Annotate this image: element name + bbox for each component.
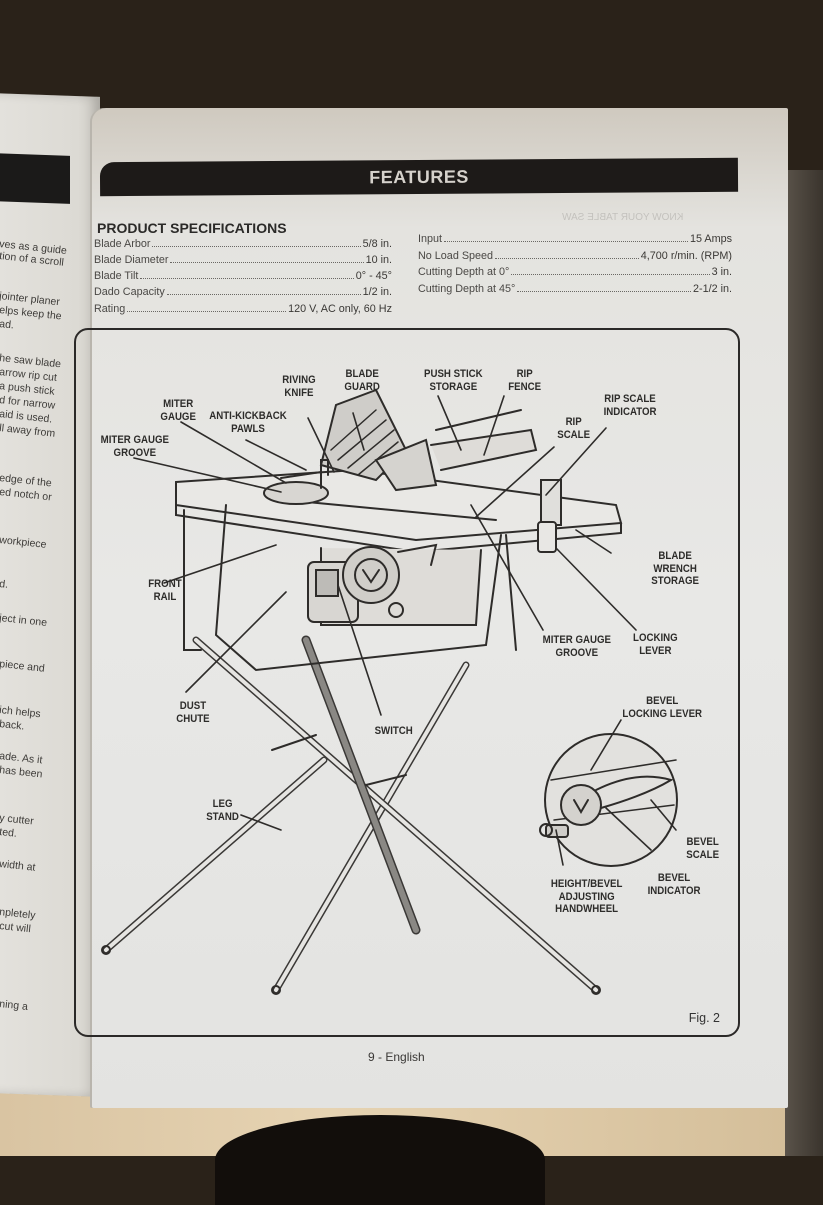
spec-title: PRODUCT SPECIFICATIONS	[97, 220, 287, 236]
label-push-stick-storage: PUSH STICK STORAGE	[423, 368, 483, 393]
blade-guard-drawing	[319, 388, 538, 492]
leader-lines	[133, 395, 677, 866]
label-bevel-indicator: BEVEL INDICATOR	[647, 872, 701, 897]
label-bevel-scale: BEVEL SCALE	[686, 836, 720, 861]
left-page-text-line: d.	[0, 578, 9, 591]
table-saw-illustration	[101, 388, 678, 995]
leg-stand-drawing	[101, 635, 601, 995]
label-rip-fence: RIP FENCE	[508, 368, 542, 393]
rip-fence-end-drawing	[537, 479, 562, 553]
label-miter-gauge-groove-left: MITER GAUGE GROOVE	[100, 434, 169, 459]
label-rip-scale: RIP SCALE	[557, 416, 591, 441]
left-page-text-line: ning a	[0, 998, 29, 1013]
label-blade-guard: BLADE GUARD	[344, 368, 380, 393]
left-page-text-line: back.	[0, 718, 25, 733]
label-bevel-locking-lever: BEVEL LOCKING LEVER	[622, 695, 703, 720]
foreground-object	[215, 1115, 545, 1205]
manual-page: FEATURES KNOW YOUR TABLE SAW PRODUCT SPE…	[74, 108, 788, 1108]
label-switch: SWITCH	[374, 725, 413, 737]
background-edge	[785, 170, 823, 1156]
page-number: 9 - English	[368, 1050, 425, 1064]
left-page-text-line: ted.	[0, 826, 18, 840]
left-page-header-bar	[0, 153, 70, 204]
label-miter-gauge: MITER GAUGE	[160, 398, 196, 423]
figure-frame: BLADE GUARD RIVING KNIFE MITER GAUGE ANT…	[74, 328, 740, 1037]
bevel-inset-drawing	[539, 733, 678, 867]
label-leg-stand: LEG STAND	[206, 798, 239, 823]
label-front-rail: FRONT RAIL	[148, 578, 182, 603]
bleed-through-text: KNOW YOUR TABLE SAW	[562, 212, 684, 223]
section-title: FEATURES	[369, 166, 469, 187]
label-blade-wrench-storage: BLADE WRENCH STORAGE	[651, 550, 699, 587]
miter-gauge-drawing	[263, 459, 329, 505]
label-miter-gauge-groove-right: MITER GAUGE GROOVE	[542, 634, 611, 659]
label-locking-lever: LOCKING LEVER	[633, 632, 678, 657]
label-anti-kickback-pawls: ANTI-KICKBACK PAWLS	[209, 410, 287, 435]
spec-row: Cutting Depth at 45°2-1/2 in.	[418, 283, 732, 295]
spec-row: Cutting Depth at 0°3 in.	[418, 266, 732, 278]
label-dust-chute: DUST CHUTE	[176, 700, 210, 725]
left-page-text-line: ad.	[0, 318, 15, 332]
section-header: FEATURES	[99, 157, 739, 197]
figure-caption: Fig. 2	[688, 1011, 720, 1025]
label-rip-scale-indicator: RIP SCALE INDICATOR	[603, 393, 657, 418]
label-height-bevel-handwheel: HEIGHT/BEVEL ADJUSTING HANDWHEEL	[550, 878, 623, 915]
label-riving-knife: RIVING KNIFE	[282, 374, 316, 399]
